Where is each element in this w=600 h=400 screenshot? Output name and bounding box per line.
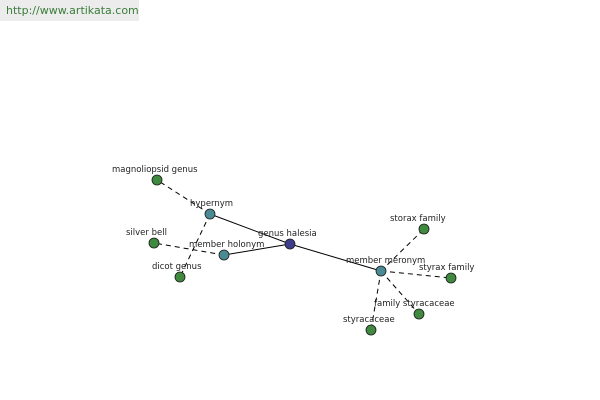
node-silver-bell[interactable] (148, 237, 160, 249)
edge-member-meronym-to-styrax-family (380, 270, 452, 279)
edge-member-holonym-to-silver-bell (153, 242, 225, 256)
node-member-holonym[interactable] (218, 249, 230, 261)
nodes-layer (148, 174, 457, 336)
node-label-genus-halesia[interactable]: genus halesia (258, 229, 317, 239)
node-label-family-styracaceae[interactable]: family styracaceae (374, 299, 455, 309)
edge-hypernym-to-dicot-genus (179, 213, 211, 278)
edge-genus-halesia-to-member-holonym (223, 243, 291, 256)
node-dicot-genus[interactable] (174, 271, 186, 283)
node-member-meronym[interactable] (375, 265, 387, 277)
edge-hypernym-to-magnoliopsid-genus (156, 179, 211, 215)
node-genus-halesia[interactable] (284, 238, 296, 250)
node-styracaceae[interactable] (365, 324, 377, 336)
node-hypernym[interactable] (204, 208, 216, 220)
node-styrax-family[interactable] (445, 272, 457, 284)
edge-member-meronym-to-styracaceae (370, 270, 382, 331)
node-label-member-meronym[interactable]: member meronym (346, 256, 425, 266)
node-label-hypernym[interactable]: hypernym (190, 199, 233, 209)
node-label-member-holonym[interactable]: member holonym (189, 240, 264, 250)
url-banner[interactable]: http://www.artikata.com (0, 0, 139, 21)
node-label-dicot-genus[interactable]: dicot genus (152, 262, 202, 272)
edge-genus-halesia-to-hypernym (209, 213, 291, 245)
node-label-styrax-family[interactable]: styrax family (419, 263, 474, 273)
node-label-magnoliopsid-genus[interactable]: magnoliopsid genus (112, 165, 198, 175)
node-label-styracaceae[interactable]: styracaceae (343, 315, 395, 325)
node-family-styracaceae[interactable] (413, 308, 425, 320)
node-label-silver-bell[interactable]: silver bell (126, 228, 167, 238)
labels-layer: genus halesia hypernym member holonym membe… (112, 165, 474, 325)
edge-genus-halesia-to-member-meronym (289, 243, 382, 272)
edges-layer (153, 179, 452, 331)
edge-member-meronym-to-family-styracaceae (380, 270, 420, 315)
edge-member-meronym-to-storax-family (380, 228, 425, 272)
node-storax-family[interactable] (418, 223, 430, 235)
node-label-storax-family[interactable]: storax family (390, 214, 446, 224)
node-magnoliopsid-genus[interactable] (151, 174, 163, 186)
